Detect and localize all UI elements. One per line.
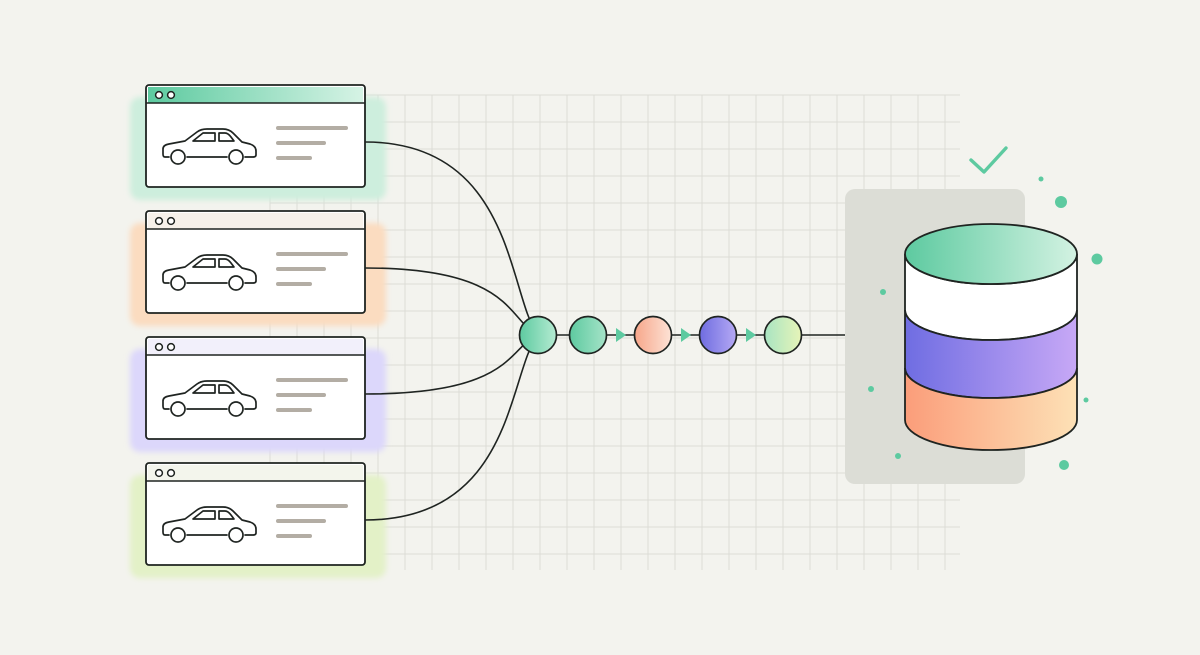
car-windows bbox=[192, 384, 235, 394]
window-dot-icon bbox=[154, 468, 164, 478]
car-icon bbox=[162, 254, 257, 291]
car-wheel bbox=[170, 401, 186, 417]
database-group bbox=[845, 146, 1103, 484]
listing-card-2 bbox=[130, 210, 386, 326]
sparkle-dot-icon bbox=[1091, 253, 1103, 265]
car-body bbox=[162, 506, 257, 536]
listing-card-1 bbox=[130, 84, 386, 200]
window-dot-icon bbox=[154, 216, 164, 226]
stage-node-3 bbox=[698, 315, 738, 355]
stage-node-4 bbox=[763, 315, 803, 355]
car-icon bbox=[162, 506, 257, 543]
merge-node bbox=[518, 315, 558, 355]
car-wheel bbox=[228, 401, 244, 417]
db-layer-orange bbox=[904, 367, 1078, 451]
car-wheel bbox=[170, 149, 186, 165]
car-wheel bbox=[228, 275, 244, 291]
car-wheel bbox=[170, 275, 186, 291]
car-icon bbox=[162, 128, 257, 165]
car-windows bbox=[192, 132, 235, 142]
window-dot-icon bbox=[154, 342, 164, 352]
connector-curve bbox=[364, 334, 539, 521]
car-body bbox=[162, 380, 257, 410]
flow-arrow-icon bbox=[681, 328, 691, 342]
checkmark-icon bbox=[969, 146, 1008, 174]
browser-window bbox=[145, 462, 366, 566]
window-dot-icon bbox=[154, 90, 164, 100]
flow-arrow-icon bbox=[616, 328, 626, 342]
car-windows bbox=[192, 510, 235, 520]
window-titlebar bbox=[148, 87, 363, 103]
car-windows bbox=[192, 258, 235, 268]
db-top-lid bbox=[904, 223, 1078, 285]
car-wheel bbox=[170, 527, 186, 543]
sparkle-dot-icon bbox=[895, 453, 901, 459]
source-cards bbox=[130, 84, 386, 578]
listing-card-3 bbox=[130, 336, 386, 452]
browser-window bbox=[145, 336, 366, 440]
connector-curve bbox=[364, 141, 539, 336]
car-body bbox=[162, 254, 257, 284]
sparkle-dot-icon bbox=[1038, 176, 1044, 182]
sparkle-dot-icon bbox=[880, 289, 886, 295]
window-dot-icon bbox=[166, 342, 176, 352]
connector-lines bbox=[364, 141, 539, 521]
window-titlebar bbox=[148, 465, 363, 481]
window-dot-icon bbox=[166, 468, 176, 478]
stage-node-2 bbox=[633, 315, 673, 355]
connector-curve bbox=[364, 267, 539, 336]
window-dot-icon bbox=[166, 216, 176, 226]
browser-window bbox=[145, 210, 366, 314]
stage-node-1 bbox=[568, 315, 608, 355]
sparkle-dot-icon bbox=[868, 386, 874, 392]
sparkle-dot-icon bbox=[1059, 460, 1069, 470]
car-wheel bbox=[228, 527, 244, 543]
window-titlebar bbox=[148, 213, 363, 229]
flow-arrow-icon bbox=[746, 328, 756, 342]
sparkle-dot-icon bbox=[1083, 397, 1089, 403]
processing-pipeline bbox=[518, 315, 883, 355]
car-icon bbox=[162, 380, 257, 417]
database-icon bbox=[904, 223, 1078, 451]
sparkle-dot-icon bbox=[1055, 196, 1067, 208]
listing-card-4 bbox=[130, 462, 386, 578]
car-body bbox=[162, 128, 257, 158]
window-dot-icon bbox=[166, 90, 176, 100]
window-titlebar bbox=[148, 339, 363, 355]
browser-window bbox=[145, 84, 366, 188]
car-wheel bbox=[228, 149, 244, 165]
